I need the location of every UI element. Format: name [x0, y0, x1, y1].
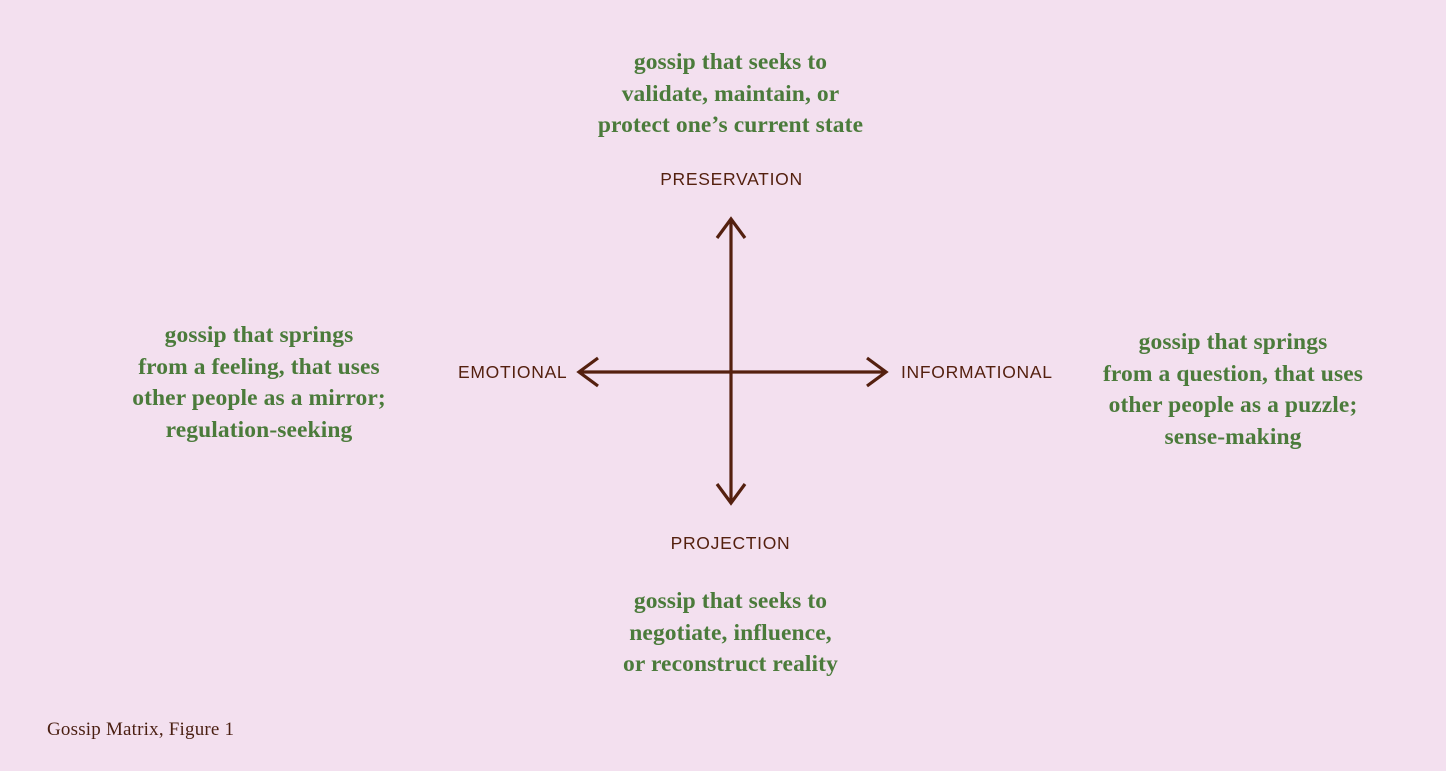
axis-label-preservation: PRESERVATION — [660, 169, 803, 189]
figure-caption: Gossip Matrix, Figure 1 — [47, 719, 235, 740]
arrowhead-down-icon — [715, 483, 747, 506]
arrowhead-left-icon — [576, 356, 599, 388]
axis-label-informational: INFORMATIONAL — [901, 362, 1053, 382]
arrowhead-up-icon — [715, 216, 747, 239]
quadrant-description-left: gossip that springs from a feeling, that… — [132, 322, 386, 443]
quadrant-description-right: gossip that springs from a question, tha… — [1102, 329, 1364, 450]
arrowhead-right-icon — [866, 356, 889, 388]
quadrant-description-top: gossip that seeks to validate, maintain,… — [597, 49, 864, 138]
quadrant-description-bottom: gossip that seeks to negotiate, influenc… — [623, 588, 838, 677]
axis-label-projection: PROJECTION — [670, 533, 791, 553]
axis-label-emotional: EMOTIONAL — [458, 362, 568, 382]
